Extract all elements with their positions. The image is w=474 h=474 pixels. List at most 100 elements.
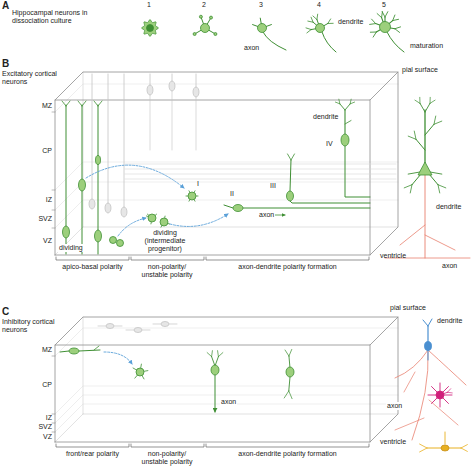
panel-letter: A — [2, 0, 9, 12]
layer-tick — [52, 228, 55, 229]
background-soma — [161, 322, 169, 327]
soma — [380, 22, 391, 33]
dendrite — [408, 136, 416, 139]
box-outline — [55, 317, 398, 442]
bipolar-neuron — [286, 367, 294, 377]
box-outline — [370, 100, 371, 255]
panel-heading: Hippocampal neurons in dissociation cult… — [12, 9, 92, 25]
background-soma — [147, 85, 153, 95]
part-label: dendrite — [338, 18, 363, 26]
layer-tick — [52, 190, 55, 191]
background-soma — [89, 199, 95, 209]
dendrite — [404, 185, 412, 188]
growth-cone — [214, 33, 217, 36]
layer-tick — [52, 414, 55, 415]
endfoot — [78, 101, 82, 106]
multipolar-neuron — [136, 368, 144, 376]
axon — [429, 400, 458, 425]
interneuron-soma — [441, 445, 449, 451]
box-edge — [83, 317, 84, 414]
growth-cone — [199, 15, 202, 18]
yellow-process — [420, 448, 427, 452]
yellow-process — [461, 445, 467, 448]
region-label: ventricle — [380, 438, 406, 446]
part-label: dendrite — [436, 203, 461, 211]
interneuron-soma — [436, 391, 444, 399]
bipolar-neuron — [233, 205, 243, 212]
layer-line — [55, 386, 398, 414]
background-glia — [124, 74, 125, 208]
dendrite — [382, 12, 385, 17]
endfoot — [98, 101, 102, 106]
dendrite — [291, 154, 295, 160]
layer-line — [55, 84, 398, 112]
layer-label: MZ — [28, 102, 52, 110]
dendrite — [289, 391, 292, 399]
background-axon — [125, 164, 396, 165]
stage-number: 2 — [202, 1, 206, 9]
migrating-soma — [96, 156, 101, 165]
soma — [258, 24, 267, 33]
layer-tick — [52, 432, 55, 433]
dendrite — [218, 353, 222, 357]
panel-heading: Excitatory cortical neurons — [2, 70, 60, 86]
dendrite — [438, 185, 446, 188]
axon — [395, 350, 428, 378]
polarized-neuron — [341, 134, 349, 146]
background-process — [196, 96, 197, 150]
stage-label: non-polarity/ unstable polarity — [134, 263, 200, 279]
endfoot — [82, 101, 86, 106]
dendrite — [423, 320, 428, 326]
pyramidal-soma — [418, 162, 432, 175]
polarizing-neuron — [211, 365, 219, 375]
dividing-cell — [110, 237, 117, 244]
leading-process — [79, 350, 100, 351]
layer-line — [55, 162, 398, 190]
dendrite — [381, 12, 383, 18]
dendrite — [377, 14, 381, 18]
part-label: axon — [244, 44, 259, 52]
dendrite — [428, 350, 429, 360]
layer-label: SVZ — [28, 215, 52, 223]
trailing-process — [60, 351, 69, 352]
cell-label: dividing — [58, 244, 84, 252]
box-outline — [55, 317, 398, 345]
dendrite — [338, 99, 340, 104]
background-axon — [125, 179, 396, 180]
background-soma — [121, 207, 127, 217]
dendrite — [350, 102, 354, 104]
dendrite — [344, 110, 345, 134]
dendrite — [289, 356, 290, 368]
layer-tick — [52, 356, 55, 357]
layer-label: VZ — [28, 237, 52, 245]
growth-cone — [193, 33, 196, 36]
progenitor — [160, 218, 168, 226]
dendrite — [393, 19, 399, 20]
radial-fiber — [82, 105, 83, 179]
dendrite — [345, 104, 350, 110]
apical-process — [98, 242, 99, 254]
endfoot — [62, 101, 66, 106]
axon — [345, 146, 370, 197]
layer-label: IZ — [28, 196, 52, 204]
part-label: dendrite — [437, 317, 462, 325]
layer-line — [55, 395, 398, 423]
background-glia — [92, 74, 93, 200]
yellow-process — [445, 432, 446, 444]
region-label: ventricle — [380, 252, 406, 260]
background-dendrite — [150, 74, 151, 86]
layer-line — [55, 404, 398, 432]
box-outline — [55, 72, 398, 100]
axon — [322, 32, 336, 52]
leading-process — [290, 160, 291, 191]
bracket — [56, 444, 129, 447]
cell-label: dividing (intermediate progenitor) — [136, 229, 194, 253]
background-process — [150, 94, 151, 150]
layer-label: VZ — [28, 433, 52, 441]
stage-number: 5 — [382, 1, 386, 9]
dendrite — [412, 174, 421, 185]
background-axon — [125, 169, 396, 170]
dendrite — [328, 19, 331, 24]
background-process — [172, 90, 173, 150]
dendrite — [328, 23, 333, 24]
